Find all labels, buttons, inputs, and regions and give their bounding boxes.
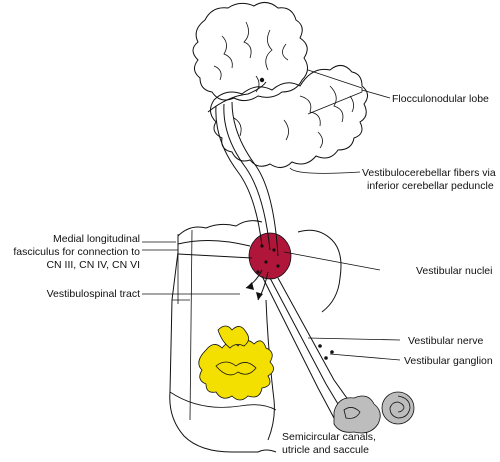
olive-upper-lobe [217,325,249,349]
label-canals-line2: utricle and saccule [282,444,369,456]
inner-ear [333,391,415,434]
label-vestibular-nuclei: Vestibular nuclei [416,265,492,277]
label-vcf-line1: Vestibulocerebellar fibers via [362,167,496,179]
olive-shape [198,340,274,401]
label-flocculonodular-lobe: Flocculonodular lobe [392,93,489,105]
mlf-fibers [172,234,253,304]
leader-lines [142,69,401,361]
vestibular-nuclei-shape [248,232,292,280]
label-mlf-line2: fasciculus for connection to [13,246,140,258]
brainstem [169,220,342,453]
label-canals-line1: Semicircular canals, [282,431,376,443]
labels: Flocculonodular lobe Vestibulocerebellar… [13,93,495,456]
vestibulospinal-arrows [245,269,269,301]
label-mlf-line1: Medial longitudinal [53,233,140,245]
cochlea [381,391,415,425]
cerebellar-neuron-dot [259,77,265,83]
cerebellum-upper-lobe [192,2,308,102]
nuclei-neuron-dots [256,244,280,274]
inferior-olive [198,325,274,401]
cerebellum [192,2,368,168]
label-vestibular-ganglion: Vestibular ganglion [404,355,493,367]
label-vcf-line2: inferior cerebellar peduncle [367,180,494,192]
label-vestibulospinal-tract: Vestibulospinal tract [47,288,140,300]
semicircular-canals [333,395,381,434]
label-vestibular-nerve: Vestibular nerve [408,335,483,347]
cerebellum-lower-lobe [210,65,368,168]
label-mlf-line3: CN III, CN IV, CN VI [46,259,140,271]
